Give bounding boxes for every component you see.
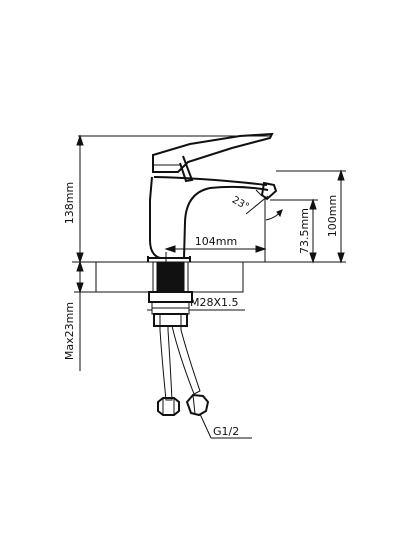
- label-max-thickness: Max23mm: [63, 302, 76, 360]
- leader-thread: [147, 308, 245, 312]
- faucet-body: [147, 176, 278, 262]
- dim-spout-reach: [164, 196, 267, 262]
- label-thread-size: M28X1.5: [190, 296, 239, 309]
- dim-outlet-height: [270, 198, 318, 264]
- faucet-shank: [148, 261, 193, 327]
- dim-spout-height: [243, 169, 346, 264]
- label-spout-height: 100mm: [326, 195, 339, 237]
- lever-handle: [152, 132, 274, 183]
- dim-total-height: [72, 134, 272, 264]
- label-spout-reach: 104mm: [195, 235, 237, 248]
- label-outlet-height: 73.5mm: [298, 208, 311, 254]
- leader-hose-connection: [199, 413, 252, 439]
- label-hose-connection: G1/2: [213, 425, 239, 438]
- label-total-height: 138mm: [63, 182, 76, 224]
- label-outlet-angle: 23°: [230, 195, 251, 213]
- flexible-hoses: [157, 325, 210, 417]
- dim-max-thickness: [74, 260, 96, 371]
- dim-outlet-angle: [245, 195, 283, 221]
